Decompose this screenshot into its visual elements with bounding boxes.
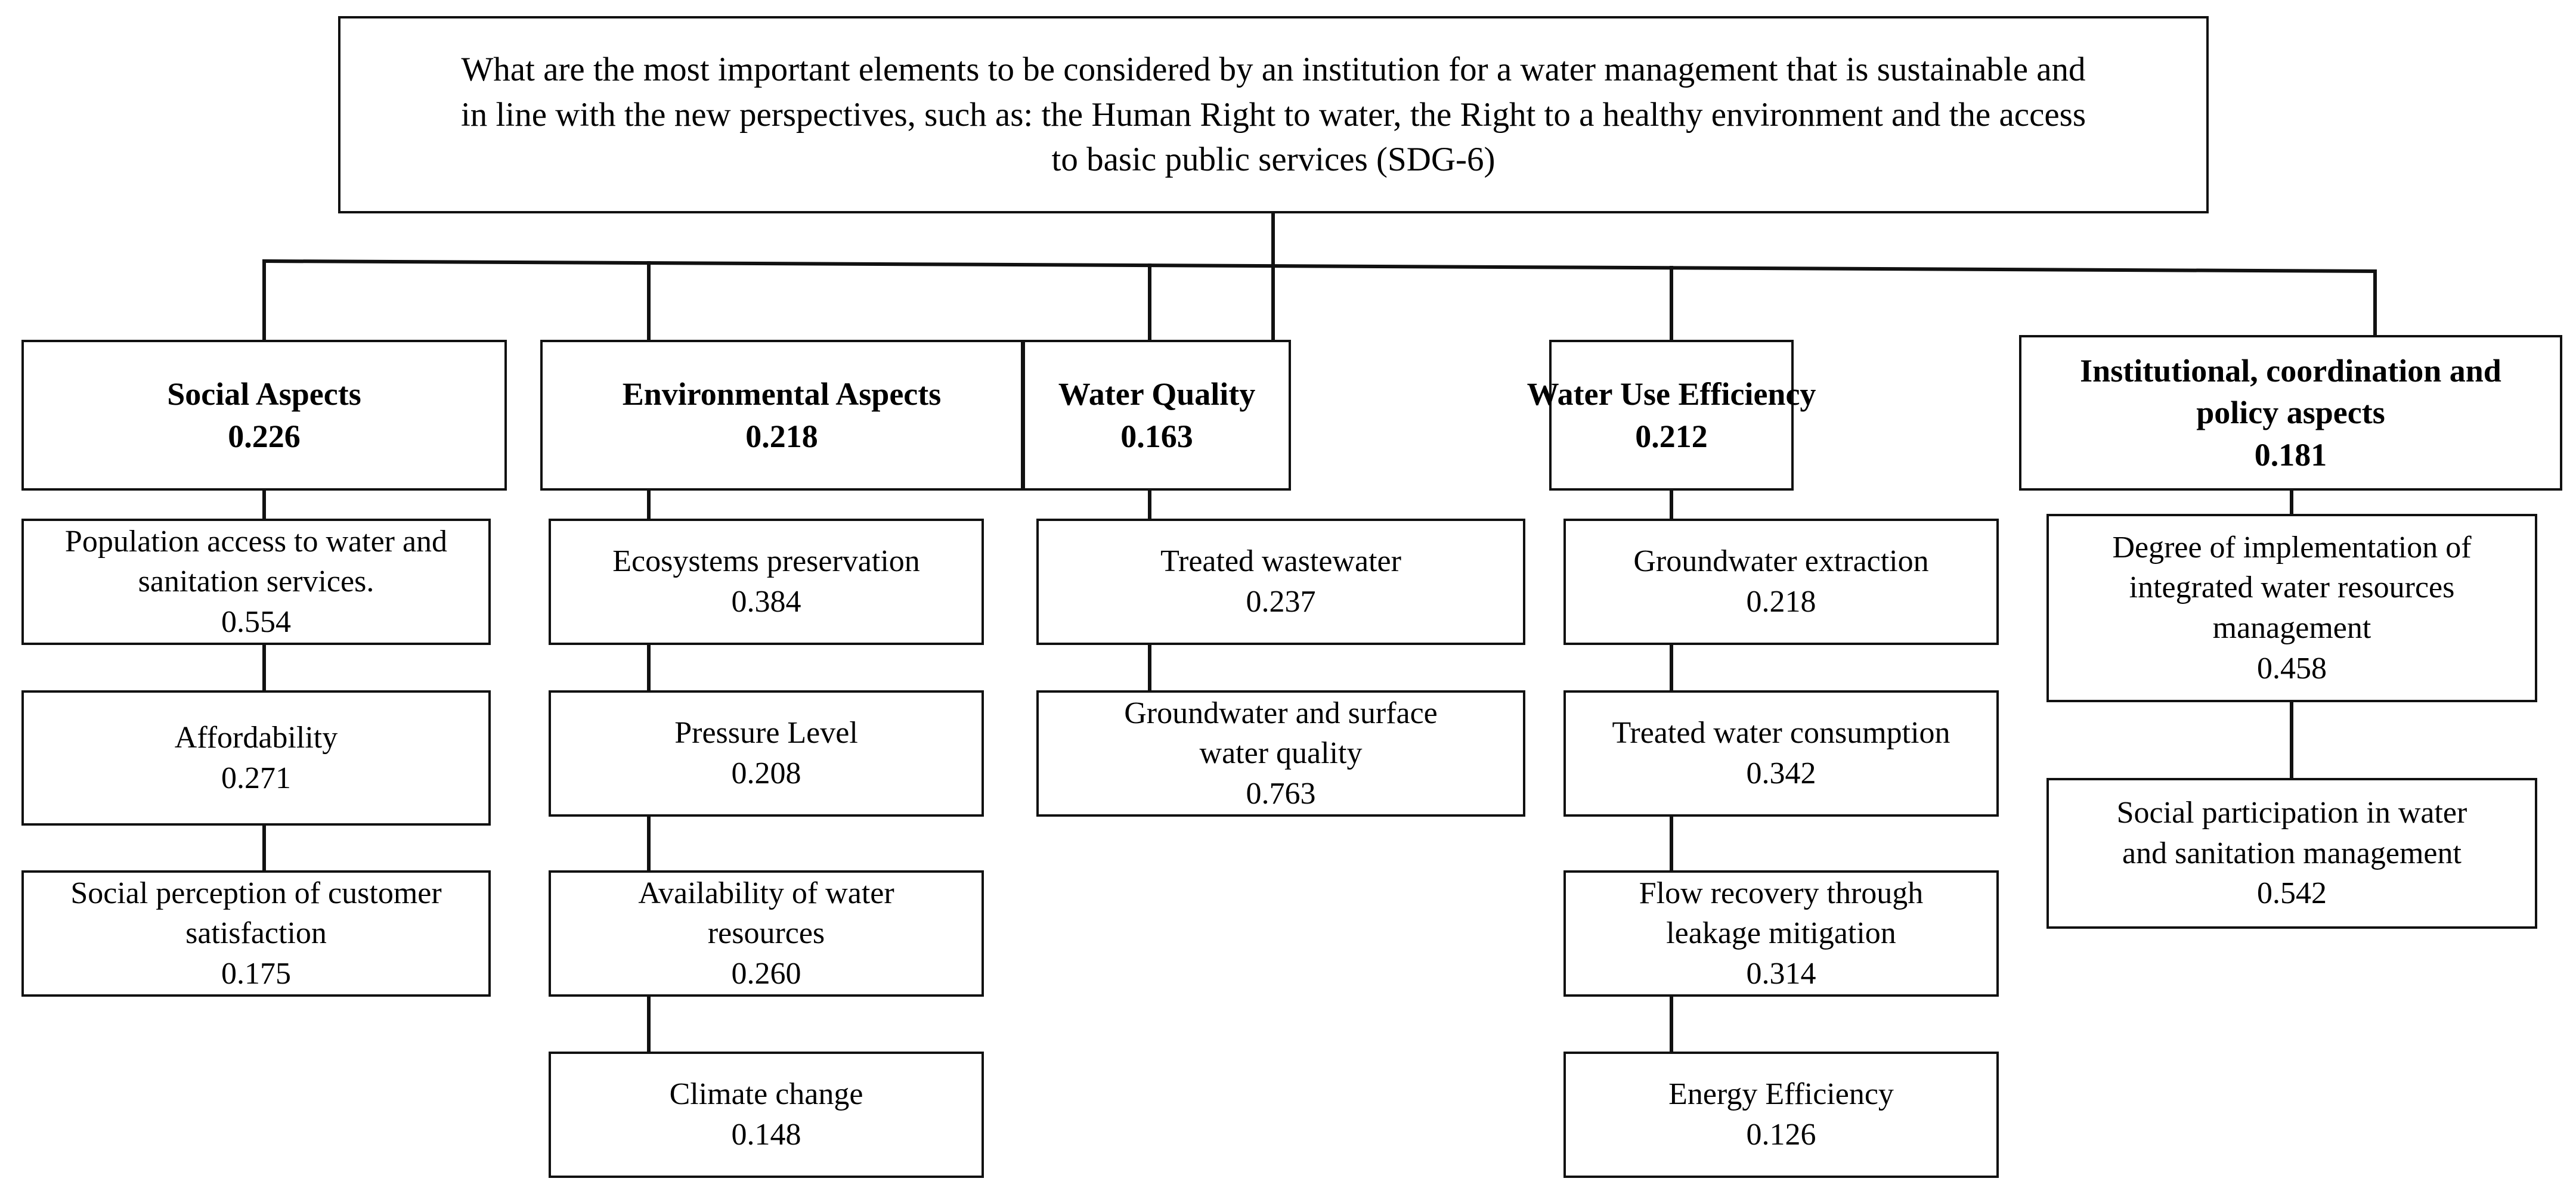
indicator-box-flow-recovery-leakage: Flow recovery through leakage mitigation…: [1563, 870, 1999, 997]
indicator-box-availability-water-resources: Availability of water resources 0.260: [549, 870, 984, 997]
indicator-label-2-2-line-1: Pressure Level: [674, 716, 858, 751]
root-question-box: What are the most important elements to …: [338, 16, 2209, 213]
root-question-line-1: What are the most important elements to …: [461, 50, 2086, 88]
criterion-label-2: Environmental Aspects: [622, 376, 942, 413]
indicator-box-pressure-level: Pressure Level 0.208: [549, 690, 984, 817]
indicator-label-2-4-line-1: Climate change: [669, 1077, 863, 1112]
criterion-box-social-aspects: Social Aspects 0.226: [21, 340, 507, 491]
indicator-box-iwrm-implementation: Degree of implementation of integrated w…: [2046, 514, 2537, 702]
indicator-value-3-2: 0.763: [1246, 776, 1316, 811]
criterion-value-3: 0.163: [1120, 418, 1193, 454]
indicator-value-4-4: 0.126: [1746, 1118, 1816, 1152]
indicator-label-5-1-line-3: management: [2212, 611, 2371, 645]
indicator-label-1-3-line-1: Social perception of customer: [70, 876, 442, 910]
indicator-box-energy-efficiency: Energy Efficiency 0.126: [1563, 1052, 1999, 1178]
criterion-box-water-use-efficiency: Water Use Efficiency 0.212: [1527, 340, 1816, 491]
indicator-label-3-2-line-2: water quality: [1199, 736, 1363, 771]
indicator-label-4-4-line-1: Energy Efficiency: [1668, 1077, 1894, 1112]
indicator-value-2-3: 0.260: [731, 956, 801, 991]
indicator-value-4-3: 0.314: [1746, 956, 1816, 991]
criterion-value-2: 0.218: [745, 418, 818, 454]
indicator-label-1-1-line-1: Population access to water and: [64, 524, 448, 559]
indicator-value-2-1: 0.384: [731, 585, 801, 619]
indicator-box-affordability: Affordability 0.271: [21, 690, 491, 826]
root-question-line-3: to basic public services (SDG-6): [1051, 141, 1496, 179]
criterion-box-institutional-policy: Institutional, coordination and policy a…: [2019, 335, 2562, 491]
criterion-label-3: Water Quality: [1058, 376, 1256, 413]
criterion-value-1: 0.226: [228, 418, 301, 454]
indicator-label-1-3-line-2: satisfaction: [185, 916, 327, 951]
criterion-label-5-line-2: policy aspects: [2196, 395, 2385, 431]
indicator-label-1-2-line-1: Affordability: [174, 720, 338, 755]
indicator-label-3-2-line-1: Groundwater and surface: [1124, 696, 1438, 730]
indicator-value-1-2: 0.271: [221, 761, 291, 795]
indicator-box-treated-water-consumption: Treated water consumption 0.342: [1563, 690, 1999, 817]
root-question-text: What are the most important elements to …: [376, 47, 2171, 182]
indicator-box-ecosystems-preservation: Ecosystems preservation 0.384: [549, 519, 984, 645]
indicator-box-population-access: Population access to water and sanitatio…: [21, 519, 491, 645]
indicator-value-4-2: 0.342: [1746, 756, 1816, 790]
indicator-label-4-3-line-1: Flow recovery through: [1639, 876, 1924, 910]
indicator-label-2-3-line-1: Availability of water: [638, 876, 894, 910]
indicator-label-5-1-line-1: Degree of implementation of: [2112, 530, 2472, 565]
indicator-label-4-2-line-1: Treated water consumption: [1612, 716, 1950, 751]
indicator-value-5-2: 0.542: [2257, 876, 2327, 911]
criterion-value-5: 0.181: [2254, 436, 2327, 473]
indicator-label-2-1-line-1: Ecosystems preservation: [612, 544, 920, 579]
criterion-box-water-quality: Water Quality 0.163: [1023, 340, 1291, 491]
indicator-value-2-2: 0.208: [731, 756, 801, 790]
criterion-label-1: Social Aspects: [167, 376, 361, 413]
indicator-box-climate-change: Climate change 0.148: [549, 1052, 984, 1178]
criterion-label-5-line-1: Institutional, coordination and: [2080, 353, 2501, 389]
indicator-label-4-3-line-2: leakage mitigation: [1666, 916, 1896, 951]
connector-bus: [262, 259, 2377, 274]
indicator-box-groundwater-surface-quality: Groundwater and surface water quality 0.…: [1036, 690, 1525, 817]
indicator-label-5-1-line-2: integrated water resources: [2129, 570, 2455, 605]
indicator-box-social-participation: Social participation in water and sanita…: [2046, 778, 2537, 929]
indicator-label-2-3-line-2: resources: [707, 916, 825, 951]
indicator-value-3-1: 0.237: [1246, 585, 1316, 619]
indicator-box-social-perception: Social perception of customer satisfacti…: [21, 870, 491, 997]
indicator-label-5-2-line-2: and sanitation management: [2122, 836, 2462, 870]
indicator-value-4-1: 0.218: [1746, 585, 1816, 619]
criterion-label-4: Water Use Efficiency: [1527, 376, 1816, 413]
indicator-value-1-3: 0.175: [221, 956, 291, 991]
indicator-box-treated-wastewater: Treated wastewater 0.237: [1036, 519, 1525, 645]
criterion-box-environmental-aspects: Environmental Aspects 0.218: [540, 340, 1023, 491]
indicator-value-2-4: 0.148: [731, 1118, 801, 1152]
root-question-line-2: in line with the new perspectives, such …: [460, 95, 2086, 134]
indicator-box-groundwater-extraction: Groundwater extraction 0.218: [1563, 519, 1999, 645]
criterion-value-4: 0.212: [1635, 418, 1708, 454]
indicator-label-5-2-line-1: Social participation in water: [2116, 796, 2467, 830]
indicator-label-1-1-line-2: sanitation services.: [138, 565, 374, 599]
indicator-value-1-1: 0.554: [221, 604, 291, 639]
indicator-label-4-1-line-1: Groundwater extraction: [1633, 544, 1929, 579]
indicator-value-5-1: 0.458: [2257, 651, 2327, 686]
indicator-label-3-1-line-1: Treated wastewater: [1160, 544, 1401, 579]
